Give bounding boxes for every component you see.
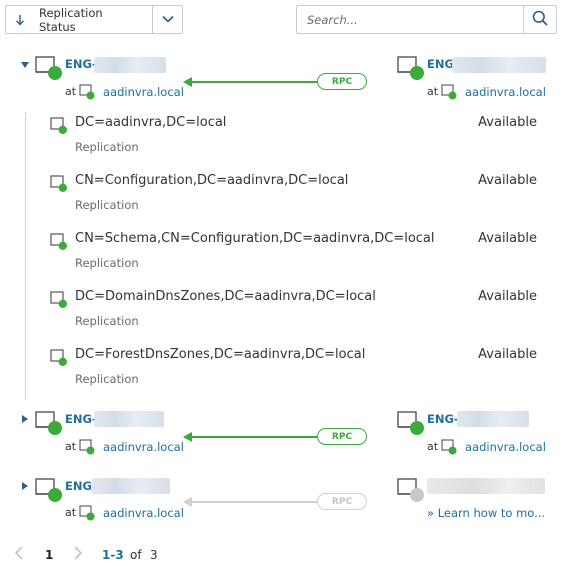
page-range[interactable]: 1-3 — [102, 548, 124, 562]
target-server-name[interactable]: ENG- — [427, 412, 459, 426]
of-label: of — [130, 548, 142, 562]
learn-more-link[interactable]: » Learn how to mo... — [427, 506, 546, 520]
tree-guide-line — [25, 112, 26, 400]
partition-status: Available — [478, 173, 537, 188]
partition-icon — [50, 291, 68, 309]
chevron-down-icon — [161, 12, 174, 27]
arrow-left-icon — [183, 77, 192, 87]
partition-type: Replication — [75, 140, 139, 154]
partition-type: Replication — [75, 198, 139, 212]
partition-name: CN=Schema,CN=Configuration,DC=aadinvra,D… — [75, 231, 435, 246]
partition-name: DC=DomainDnsZones,DC=aadinvra,DC=local — [75, 289, 376, 304]
rpc-badge[interactable]: RPC — [317, 73, 367, 90]
search-icon — [532, 10, 548, 30]
source-domain-link[interactable]: aadinvra.local — [103, 440, 184, 454]
redacted-name — [94, 411, 164, 427]
server-icon — [397, 410, 425, 436]
partition-name: CN=Configuration,DC=aadinvra,DC=local — [75, 173, 349, 188]
collapse-triangle-icon[interactable] — [21, 62, 29, 68]
sort-button-label: Replication Status — [39, 5, 103, 34]
rpc-badge[interactable]: RPC — [317, 493, 367, 510]
redacted-name — [427, 478, 545, 494]
domain-icon — [79, 439, 95, 455]
partition-type: Replication — [75, 256, 139, 270]
next-page-icon[interactable] — [74, 546, 83, 563]
search-box — [296, 5, 557, 34]
search-button[interactable] — [523, 6, 556, 33]
partition-icon — [50, 117, 68, 135]
replication-link-line — [190, 81, 318, 83]
total-pages: 3 — [150, 548, 158, 562]
source-domain-link[interactable]: aadinvra.local — [103, 85, 184, 99]
expand-triangle-icon[interactable] — [22, 415, 28, 423]
rpc-badge[interactable]: RPC — [317, 428, 367, 445]
sort-toolbar: Replication Status — [5, 5, 183, 34]
at-label: at — [65, 440, 77, 453]
domain-icon — [441, 84, 457, 100]
at-label: at — [427, 440, 439, 453]
partition-status: Available — [478, 289, 537, 304]
server-icon — [397, 477, 425, 503]
current-page[interactable]: 1 — [45, 548, 54, 562]
partition-name: DC=aadinvra,DC=local — [75, 115, 227, 130]
at-label: at — [65, 85, 77, 98]
domain-icon — [79, 505, 95, 521]
search-input[interactable] — [297, 6, 523, 33]
server-icon — [35, 477, 63, 503]
target-domain-link[interactable]: aadinvra.local — [465, 440, 546, 454]
replication-link-line — [190, 436, 318, 438]
source-server-name[interactable]: ENG- — [65, 412, 97, 426]
partition-icon — [50, 349, 68, 367]
partition-name: DC=ForestDnsZones,DC=aadinvra,DC=local — [75, 347, 366, 362]
source-server-name[interactable]: ENG- — [65, 57, 97, 71]
prev-page-icon[interactable] — [14, 546, 23, 563]
target-server-name[interactable]: ENG — [427, 57, 454, 71]
redacted-name — [452, 57, 546, 73]
partition-status: Available — [478, 115, 537, 130]
source-domain-link[interactable]: aadinvra.local — [103, 506, 184, 520]
partition-type: Replication — [75, 314, 139, 328]
redacted-name — [92, 478, 170, 494]
server-icon — [397, 55, 425, 81]
sort-button[interactable]: Replication Status — [6, 5, 153, 34]
partition-status: Available — [478, 347, 537, 362]
domain-icon — [441, 439, 457, 455]
partition-icon — [50, 175, 68, 193]
arrow-left-icon — [183, 432, 192, 442]
expand-triangle-icon[interactable] — [22, 482, 28, 490]
domain-icon — [79, 84, 95, 100]
partition-type: Replication — [75, 372, 139, 386]
partition-status: Available — [478, 231, 537, 246]
source-server-name[interactable]: ENG — [65, 479, 92, 493]
target-domain-link[interactable]: aadinvra.local — [465, 85, 546, 99]
at-label: at — [427, 85, 439, 98]
server-icon — [35, 410, 63, 436]
redacted-name — [94, 57, 166, 73]
redacted-name — [457, 411, 529, 427]
partition-icon — [50, 233, 68, 251]
pagination: 1 1-3 of 3 — [0, 546, 200, 566]
arrow-down-icon — [15, 14, 25, 26]
at-label: at — [65, 506, 77, 519]
replication-link-line — [190, 501, 318, 503]
arrow-left-icon — [183, 497, 192, 507]
server-icon — [35, 55, 63, 81]
sort-dropdown-button[interactable] — [153, 6, 182, 33]
